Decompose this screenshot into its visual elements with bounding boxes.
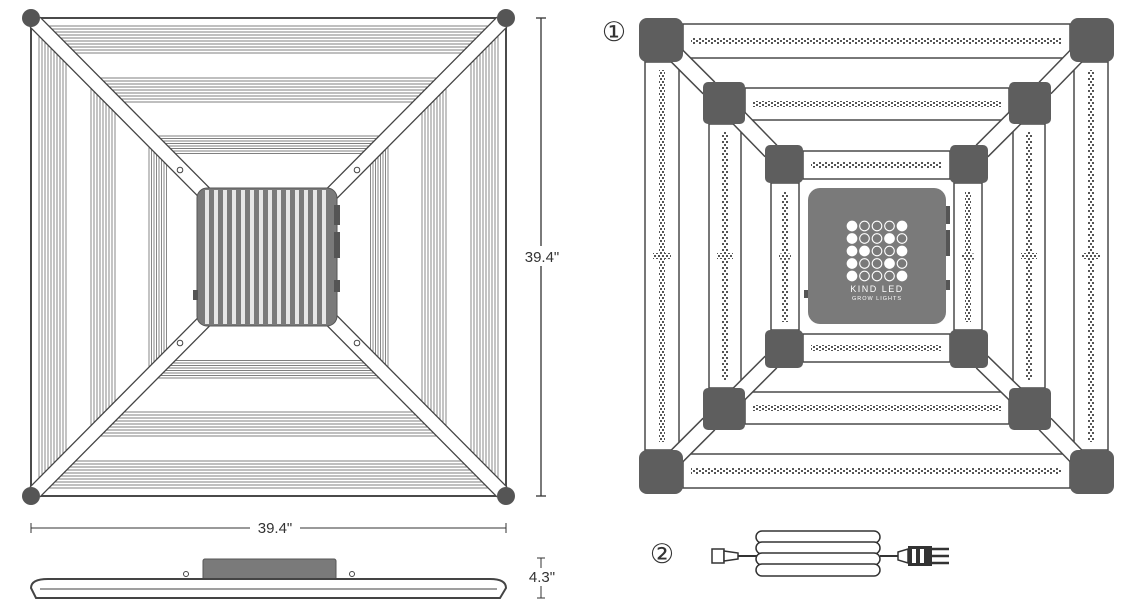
callout-2: ② <box>650 539 674 569</box>
corner-block <box>639 450 683 494</box>
corner-block <box>1009 82 1051 124</box>
led-strip-vertical <box>722 132 728 380</box>
corner-block <box>950 145 988 183</box>
width-label: 39.4" <box>258 520 293 537</box>
corner-block <box>1070 18 1114 62</box>
logo-dot <box>871 245 883 257</box>
logo-text: KIND LED <box>850 284 904 294</box>
logo-dot <box>846 245 858 257</box>
logo-dot <box>896 220 908 232</box>
driver-port <box>804 290 808 298</box>
bottom-view-drawing: KIND LED GROW LIGHTS <box>639 18 1114 494</box>
logo-subtext: GROW LIGHTS <box>852 296 902 302</box>
logo-dot <box>884 220 895 232</box>
logo-dot <box>846 233 858 244</box>
led-strip <box>691 468 1062 474</box>
callout-1: ① <box>602 17 626 47</box>
logo-dot <box>846 220 858 232</box>
logo-dot <box>871 233 883 244</box>
corner-cap-2 <box>497 9 515 27</box>
kind-led-logo: KIND LED GROW LIGHTS <box>846 220 908 302</box>
logo-dot <box>846 270 858 282</box>
screw-4 <box>353 339 361 347</box>
corner-cap-4 <box>497 487 515 505</box>
logo-dot <box>884 233 895 244</box>
corner-block <box>1009 388 1051 430</box>
depth-dimension: 4.3" <box>522 557 562 599</box>
led-strip-vertical <box>1088 70 1094 442</box>
led-bar-ring-3 <box>148 135 389 379</box>
led-bar-ring-2 <box>90 77 447 437</box>
height-label: 39.4" <box>525 249 560 266</box>
logo-dot <box>871 220 883 232</box>
logo-dot <box>896 258 908 269</box>
driver-module <box>193 187 340 327</box>
corner-cap-3 <box>22 487 40 505</box>
driver-port <box>946 230 950 256</box>
logo-dot <box>884 270 895 282</box>
driver-port <box>946 280 950 290</box>
side-view-drawing <box>29 558 508 599</box>
logo-dot <box>859 245 870 257</box>
led-strip <box>691 38 1062 44</box>
led-strip-vertical <box>965 191 971 322</box>
logo-dot <box>859 233 870 244</box>
driver-port <box>334 232 340 258</box>
corner-block <box>765 145 803 183</box>
diagonal-brackets <box>29 16 508 498</box>
power-cord: ② <box>650 530 949 577</box>
led-strip <box>753 101 1001 107</box>
logo-dot <box>896 270 908 282</box>
led-strip <box>811 345 942 351</box>
driver-port <box>334 205 340 225</box>
screw-3 <box>176 339 184 347</box>
logo-dot <box>896 233 908 244</box>
corner-block <box>639 18 683 62</box>
depth-label: 4.3" <box>529 569 555 586</box>
corner-block <box>703 388 745 430</box>
led-strip-vertical <box>782 191 788 322</box>
logo-dot <box>884 258 895 269</box>
led-strip-vertical <box>1026 132 1032 380</box>
logo-dot <box>884 245 895 257</box>
driver-port <box>334 280 340 292</box>
top-view-drawing <box>22 9 515 505</box>
logo-dot <box>896 245 908 257</box>
driver-port <box>193 290 198 300</box>
logo-dot <box>871 258 883 269</box>
led-strip <box>753 405 1001 411</box>
corner-block <box>1070 450 1114 494</box>
corner-block <box>950 330 988 368</box>
light-bar-ring-3 <box>770 150 983 363</box>
logo-dot <box>859 220 870 232</box>
screw-2 <box>353 166 361 174</box>
logo-dot <box>859 270 870 282</box>
logo-dot <box>846 258 858 269</box>
corner-cap-1 <box>22 9 40 27</box>
led-bar-ring-1 <box>38 25 499 489</box>
led-strip-vertical <box>659 70 665 442</box>
driver-port <box>946 206 950 224</box>
logo-dot <box>871 270 883 282</box>
corner-block <box>765 330 803 368</box>
width-dimension: 39.4" <box>30 519 507 537</box>
logo-dot <box>859 258 870 269</box>
height-dimension: 39.4" <box>520 17 564 497</box>
corner-block <box>703 82 745 124</box>
led-strip <box>811 162 942 168</box>
screw-1 <box>176 166 184 174</box>
